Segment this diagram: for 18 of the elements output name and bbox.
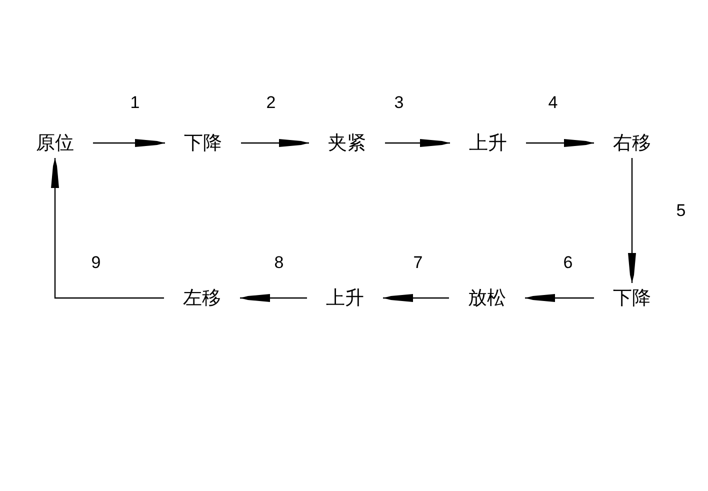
edge-label: 1 — [130, 93, 140, 113]
step-label: 左移 — [183, 286, 221, 311]
edge-label: 4 — [548, 93, 558, 113]
step-label: 原位 — [36, 131, 74, 156]
step-label: 下降 — [613, 286, 651, 311]
edge-label: 6 — [563, 253, 573, 273]
step-label: 上升 — [326, 286, 364, 311]
edge-label: 5 — [676, 201, 686, 221]
edge-label: 7 — [413, 253, 423, 273]
edge-label: 8 — [274, 253, 284, 273]
edge-label: 3 — [394, 93, 404, 113]
step-label: 右移 — [613, 131, 651, 156]
edge-label: 9 — [91, 253, 101, 273]
step-label: 上升 — [469, 131, 507, 156]
edge-label: 2 — [266, 93, 276, 113]
step-label: 放松 — [468, 286, 506, 311]
step-label: 下降 — [184, 131, 222, 156]
step-label: 夹紧 — [328, 131, 366, 156]
